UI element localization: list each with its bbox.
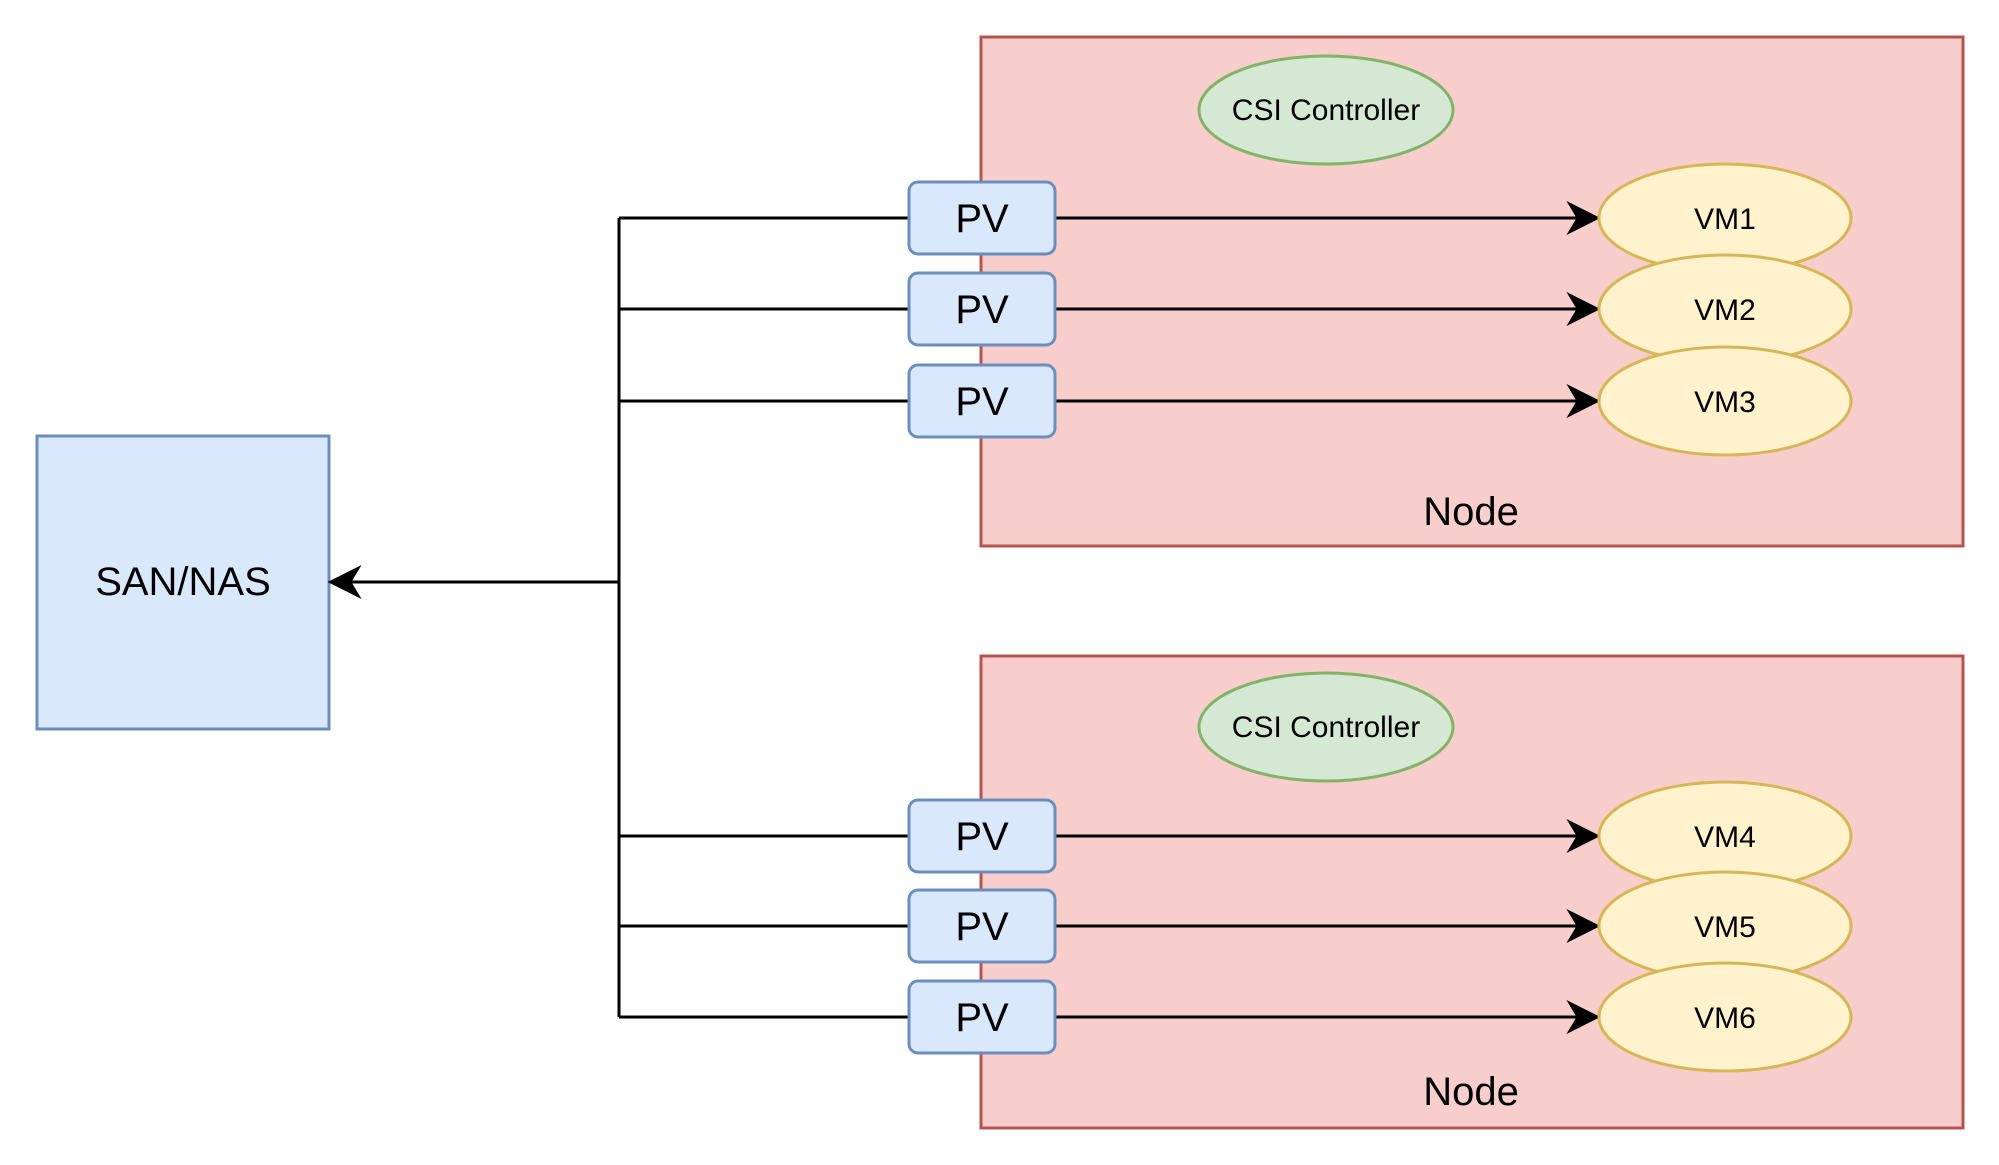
vm-label: VM3 xyxy=(1694,386,1756,419)
pv-label: PV xyxy=(955,996,1009,1040)
vm-ellipse[interactable] xyxy=(1597,345,1853,457)
vm-label: VM2 xyxy=(1694,294,1756,327)
csi-controller-1-label: CSI Controller xyxy=(1232,94,1420,127)
pv-box[interactable] xyxy=(907,363,1057,439)
pv-label: PV xyxy=(955,197,1009,241)
pv-box[interactable] xyxy=(907,888,1057,964)
vm-label: VM1 xyxy=(1694,203,1756,236)
vm-label: VM5 xyxy=(1694,911,1756,944)
pv-label: PV xyxy=(955,815,1009,859)
pv-box[interactable] xyxy=(907,271,1057,347)
pv-label: PV xyxy=(955,380,1009,424)
node-1-label: Node xyxy=(1423,490,1519,534)
san-nas-label: SAN/NAS xyxy=(95,560,271,604)
csi-controller-2-label: CSI Controller xyxy=(1232,711,1420,744)
vm-ellipse[interactable] xyxy=(1597,961,1853,1073)
pv-label: PV xyxy=(955,288,1009,332)
csi-controller-2[interactable] xyxy=(1197,671,1455,783)
san-nas-box[interactable] xyxy=(35,434,331,731)
vm-label: VM4 xyxy=(1694,821,1756,854)
pv-box[interactable] xyxy=(907,180,1057,256)
vm-label: VM6 xyxy=(1694,1002,1756,1035)
csi-controller-1[interactable] xyxy=(1197,54,1455,166)
pv-box[interactable] xyxy=(907,798,1057,874)
node-2-label: Node xyxy=(1423,1070,1519,1114)
pv-box[interactable] xyxy=(907,979,1057,1055)
pv-label: PV xyxy=(955,905,1009,949)
